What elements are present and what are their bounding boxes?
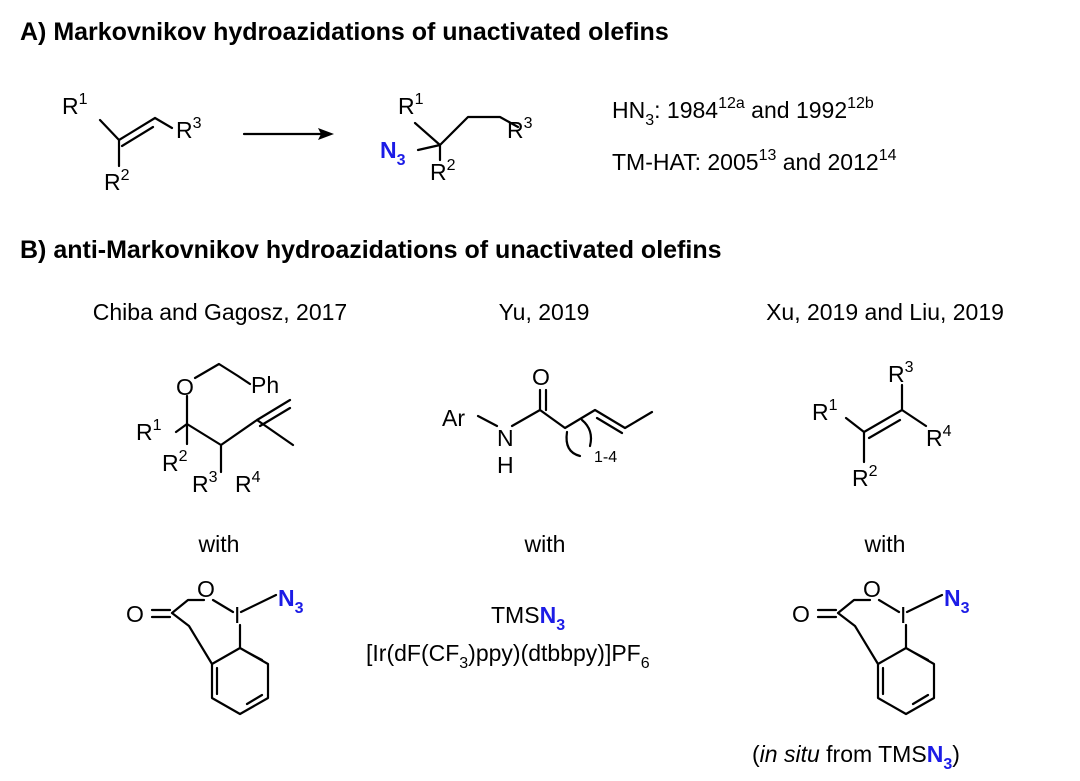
section-a-title: A) Markovnikov hydroazidations of unacti… [20,18,669,46]
azide-product-a: R1 R3 R2 N3 [380,91,533,185]
col2-tmsn3: TMSN3 [491,602,565,634]
col1-r2-label: R2 [162,448,188,476]
section-b-title: B) anti-Markovnikov hydroazidations of u… [20,236,722,264]
col3-in-situ-note: (in situ from TMSN3) [752,741,960,773]
col1-ph-label: Ph [251,372,279,398]
col3-substrate: R1 R3 R4 R2 [812,359,952,491]
olefin-structure-a: R1 R3 R2 [62,91,202,195]
col1-substrate: O Ph R1 R2 R3 R4 [136,362,295,497]
col1-ether-o: O [176,374,194,400]
col2-substrate: O Ar N H 1-4 [442,364,654,478]
col3-reagent-azide: N3 [944,585,970,617]
r2-label-product: R2 [430,157,456,185]
col2-iridium-catalyst: [Ir(dF(CF3)ppy)(dtbbpy)]PF6 [366,640,650,672]
r1-label-a: R1 [62,91,88,119]
col1-with: with [198,531,240,557]
col1-r1-label: R1 [136,417,162,445]
col1-r4-label: R4 [235,469,261,497]
col2-with: with [524,531,566,557]
col3-r1-label: R1 [812,397,838,425]
col1-reagent-o2: O [197,576,215,602]
col1-azidobenziodoxolone: O O I N3 [126,576,304,716]
col3-reagent-iodine: I [900,602,906,628]
col1-reagent-azide: N3 [278,585,304,617]
r1-label-product: R1 [398,91,424,119]
r3-label-a: R3 [176,115,202,143]
col3-with: with [864,531,906,557]
col1-reagent-iodine: I [234,602,240,628]
col1-reagent-o1: O [126,601,144,627]
r2-label-a: R2 [104,167,130,195]
reaction-arrow [242,128,334,140]
col2-n-label: N [497,425,514,451]
r3-label-product: R3 [507,115,533,143]
col1-header: Chiba and Gagosz, 2017 [93,299,347,325]
col3-azidobenziodoxolone: O O I N3 [792,576,970,716]
col2-header: Yu, 2019 [499,299,590,325]
azide-label-product: N3 [380,137,406,169]
col2-chain-range: 1-4 [594,449,617,466]
col3-reagent-o2: O [863,576,881,602]
col2-carbonyl-o: O [532,364,550,390]
col3-r2-label: R2 [852,463,878,491]
tm-hat-references: TM-HAT: 200513 and 201214 [612,147,897,175]
col3-reagent-o1: O [792,601,810,627]
col2-ar-label: Ar [442,405,465,431]
col3-r3-label: R3 [888,359,914,387]
col2-h-label: H [497,452,514,478]
col3-r4-label: R4 [926,423,952,451]
col1-r3-label: R3 [192,469,218,497]
col3-header: Xu, 2019 and Liu, 2019 [766,299,1004,325]
hn3-references: HN3: 198412a and 199212b [612,95,874,129]
